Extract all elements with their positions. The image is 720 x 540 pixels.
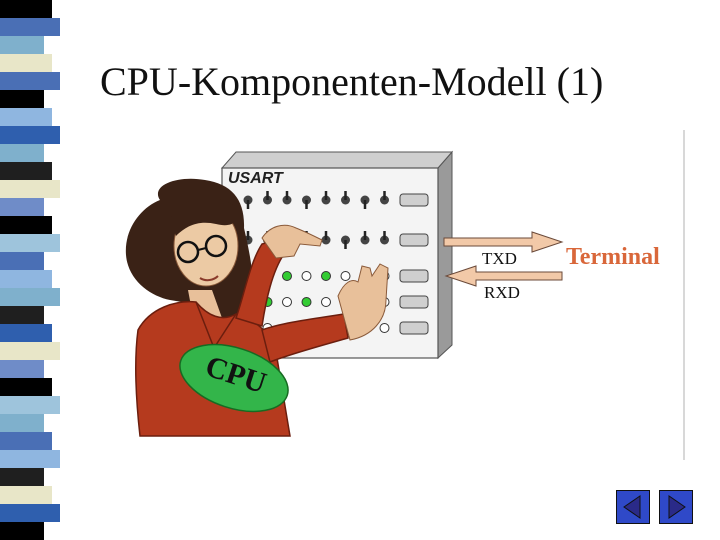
status-led	[283, 272, 292, 281]
next-slide-button[interactable]	[659, 490, 693, 524]
txd-arrow: TXD	[444, 232, 562, 268]
rxd-label: RXD	[484, 283, 520, 302]
panel-side	[438, 152, 452, 358]
status-led	[302, 298, 311, 307]
status-led	[283, 298, 292, 307]
status-led	[322, 298, 331, 307]
txd-label: TXD	[482, 249, 517, 268]
status-led	[380, 324, 389, 333]
status-led	[302, 272, 311, 281]
prev-slide-button[interactable]	[616, 490, 650, 524]
panel-top	[222, 152, 452, 168]
connector-block	[400, 296, 428, 308]
connector-block	[400, 234, 428, 246]
connector-block	[400, 322, 428, 334]
terminal-label: Terminal	[566, 244, 660, 270]
status-led	[322, 272, 331, 281]
status-led	[341, 272, 350, 281]
connector-block	[400, 194, 428, 206]
panel-label: USART	[228, 170, 284, 187]
connector-block	[400, 270, 428, 282]
rxd-arrow: RXD	[446, 266, 562, 302]
